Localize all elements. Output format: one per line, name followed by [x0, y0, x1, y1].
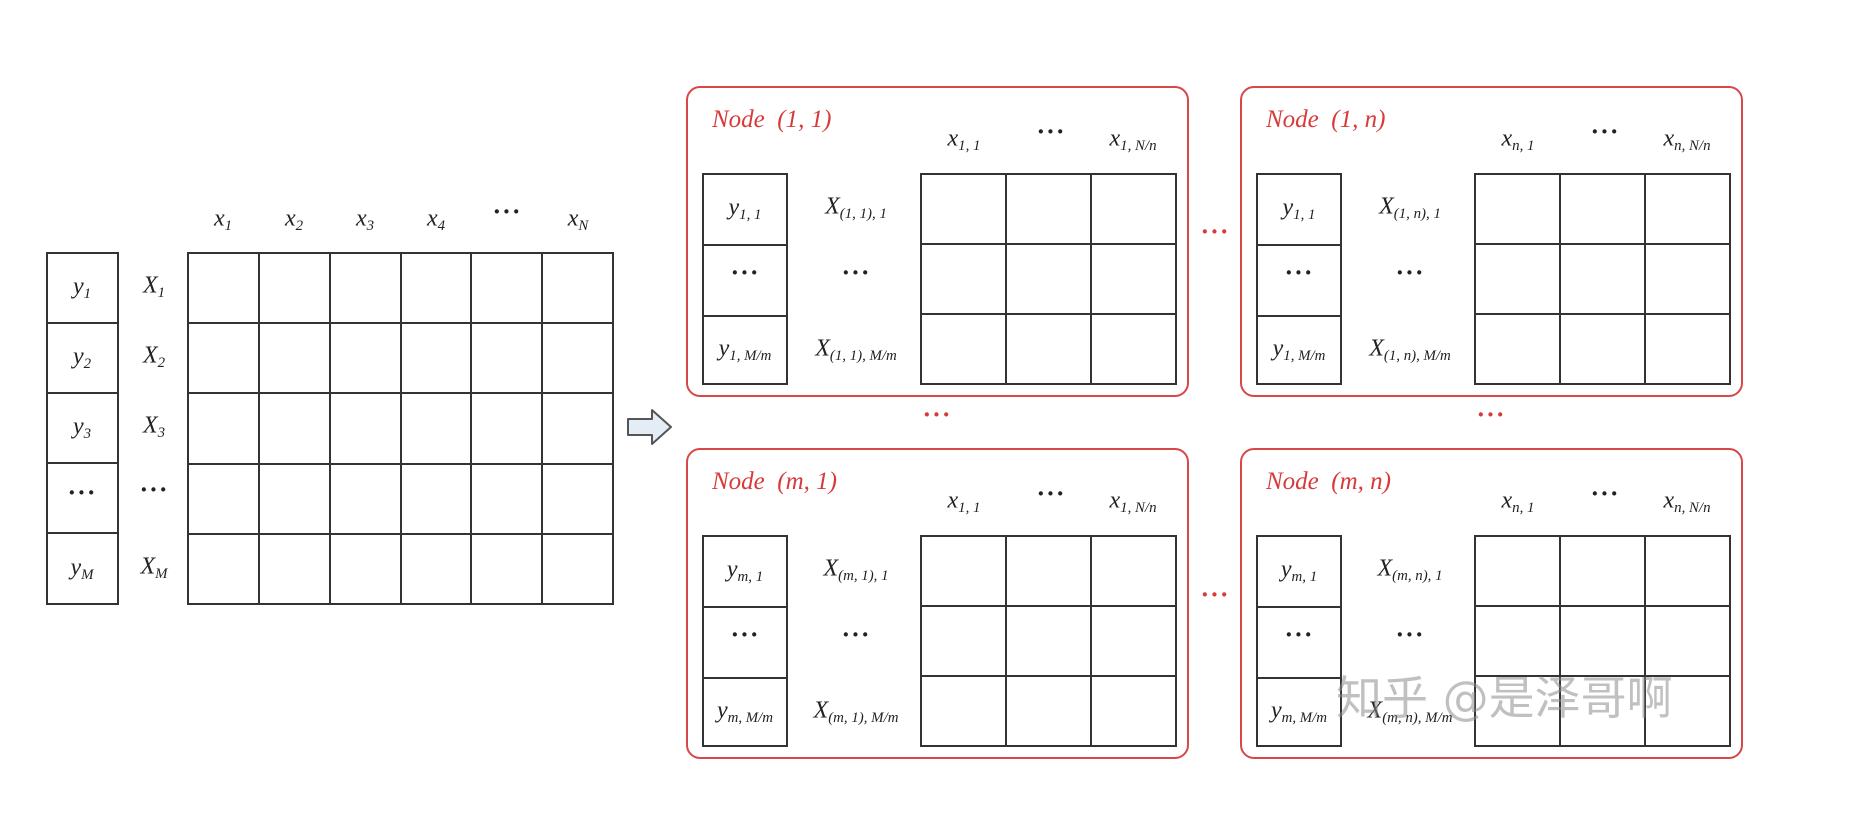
y-label-3: y3 — [72, 413, 92, 442]
node-y-ellipsis: ··· — [730, 258, 760, 287]
y-label-2: y2 — [72, 343, 92, 372]
node-title: Node (m, n) — [1266, 468, 1391, 495]
x-row-label-1: X1 — [142, 272, 166, 301]
node-m-n: Node (m, n) xn, 1 ··· xn, N/n ym, 1 ··· … — [1240, 448, 1743, 759]
node-col-ellipsis: ··· — [1590, 479, 1620, 508]
col-header-x4: x4 — [426, 205, 446, 234]
node-col-last: xn, N/n — [1663, 125, 1711, 154]
col-header-x3: x3 — [355, 205, 375, 234]
node-y-top: ym, 1 — [1280, 556, 1318, 585]
node-x-bottom: X(m, n), M/m — [1367, 697, 1453, 726]
y-label-1: y1 — [72, 273, 92, 302]
node-y-column — [1256, 535, 1342, 747]
node-col-ellipsis: ··· — [1036, 479, 1066, 508]
node-x-bottom: X(m, 1), M/m — [813, 697, 899, 726]
node-y-ellipsis: ··· — [1284, 620, 1314, 649]
node-title: Node (1, n) — [1266, 106, 1386, 133]
node-x-bottom: X(1, n), M/m — [1369, 335, 1451, 364]
node-m-1: Node (m, 1) x1, 1 ··· x1, N/n ym, 1 ··· … — [686, 448, 1189, 759]
y-label-M: yM — [70, 554, 94, 583]
node-col-first: xn, 1 — [1501, 125, 1535, 154]
ellipsis-between-col2: ··· — [1476, 400, 1506, 429]
right-arrow-icon — [627, 409, 672, 445]
col-header-x1: x1 — [213, 205, 233, 234]
node-y-column — [702, 535, 788, 747]
col-header-ellipsis: ··· — [492, 197, 522, 226]
ellipsis-between-row2: ··· — [1200, 580, 1230, 609]
node-x-top: X(1, 1), 1 — [825, 193, 887, 222]
node-y-ellipsis: ··· — [730, 620, 760, 649]
node-y-ellipsis: ··· — [1284, 258, 1314, 287]
node-x-top: X(m, n), 1 — [1377, 555, 1443, 584]
node-y-top: y1, 1 — [1282, 194, 1316, 223]
x-row-label-3: X3 — [142, 412, 166, 441]
x-row-label-ellipsis: ··· — [139, 475, 169, 504]
node-col-last: x1, N/n — [1109, 125, 1157, 154]
node-y-top: ym, 1 — [726, 556, 764, 585]
node-y-column — [1256, 173, 1342, 385]
node-col-last: xn, N/n — [1663, 487, 1711, 516]
node-grid — [920, 535, 1177, 747]
node-y-top: y1, 1 — [728, 194, 762, 223]
node-y-bottom: y1, M/m — [1272, 335, 1326, 364]
y-vector-column — [46, 252, 119, 605]
watermark: 知乎 @是泽哥啊 — [1336, 671, 1673, 725]
node-1-1: Node (1, 1) x1, 1 ··· x1, N/n y1, 1 ··· … — [686, 86, 1189, 397]
node-grid — [1474, 535, 1731, 747]
node-col-ellipsis: ··· — [1590, 117, 1620, 146]
node-x-top: X(m, 1), 1 — [823, 555, 889, 584]
x-row-label-2: X2 — [142, 342, 166, 371]
ellipsis-between-row1: ··· — [1200, 217, 1230, 246]
node-grid — [1474, 173, 1731, 385]
node-col-last: x1, N/n — [1109, 487, 1157, 516]
node-x-top: X(1, n), 1 — [1379, 193, 1441, 222]
ellipsis-between-col1: ··· — [922, 400, 952, 429]
node-col-first: x1, 1 — [947, 487, 981, 516]
node-x-ellipsis: ··· — [841, 258, 871, 287]
node-x-bottom: X(1, 1), M/m — [815, 335, 897, 364]
node-y-bottom: ym, M/m — [716, 697, 774, 726]
node-col-first: xn, 1 — [1501, 487, 1535, 516]
node-x-ellipsis: ··· — [841, 620, 871, 649]
node-y-column — [702, 173, 788, 385]
col-header-xN: xN — [567, 205, 589, 234]
node-y-bottom: y1, M/m — [718, 335, 772, 364]
node-x-ellipsis: ··· — [1395, 620, 1425, 649]
node-1-n: Node (1, n) xn, 1 ··· xn, N/n y1, 1 ··· … — [1240, 86, 1743, 397]
node-col-first: x1, 1 — [947, 125, 981, 154]
x-row-label-M: XM — [140, 553, 168, 582]
y-label-ellipsis: ··· — [67, 478, 97, 507]
node-col-ellipsis: ··· — [1036, 117, 1066, 146]
node-title: Node (1, 1) — [712, 106, 832, 133]
node-x-ellipsis: ··· — [1395, 258, 1425, 287]
full-matrix-grid — [187, 252, 614, 605]
node-grid — [920, 173, 1177, 385]
node-title: Node (m, 1) — [712, 468, 837, 495]
col-header-x2: x2 — [284, 205, 304, 234]
node-y-bottom: ym, M/m — [1270, 697, 1328, 726]
